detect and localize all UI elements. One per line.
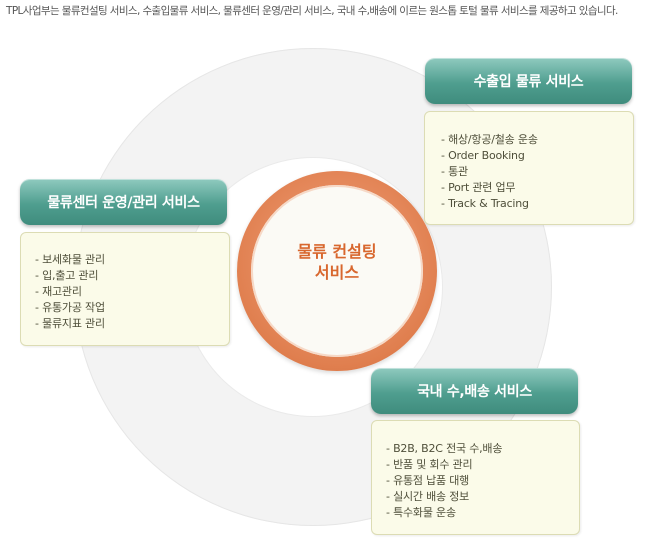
list-item: - Order Booking xyxy=(441,149,525,162)
center-ops-title: 물류센터 운영/관리 서비스 xyxy=(20,179,227,225)
center-ops-box: - 보세화물 관리 - 입,출고 관리 - 재고관리 - 유통가공 작업 - 물… xyxy=(20,232,230,346)
list-item: - 입,출고 관리 xyxy=(35,269,99,282)
list-item: - 해상/항공/철송 운송 xyxy=(441,133,538,146)
import-export-title: 수출입 물류 서비스 xyxy=(425,58,632,104)
import-export-box: - 해상/항공/철송 운송 - Order Booking - 통관 - Por… xyxy=(424,111,634,225)
center-circle: 물류 컨설팅 서비스 xyxy=(237,171,437,371)
import-export-list: - 해상/항공/철송 운송 - Order Booking - 통관 - Por… xyxy=(425,112,633,212)
list-item: - 보세화물 관리 xyxy=(35,253,105,266)
center-label: 물류 컨설팅 서비스 xyxy=(251,241,423,283)
list-item: - 재고관리 xyxy=(35,285,82,298)
list-item: - 반품 및 회수 관리 xyxy=(386,458,473,471)
list-item: - Port 관련 업무 xyxy=(441,181,516,194)
center-circle-inner: 물류 컨설팅 서비스 xyxy=(251,185,423,357)
list-item: - 통관 xyxy=(441,165,468,178)
center-label-line2: 서비스 xyxy=(314,263,360,282)
list-item: - 물류지표 관리 xyxy=(35,317,105,330)
center-ops-list: - 보세화물 관리 - 입,출고 관리 - 재고관리 - 유통가공 작업 - 물… xyxy=(21,233,229,332)
intro-text: TPL사업부는 물류컨설팅 서비스, 수출입물류 서비스, 물류센터 운영/관리… xyxy=(6,5,618,17)
list-item: - Track & Tracing xyxy=(441,197,529,210)
list-item: - 유통점 납품 대행 xyxy=(386,474,470,487)
domestic-title: 국내 수,배송 서비스 xyxy=(371,368,578,414)
domestic-box: - B2B, B2C 전국 수,배송 - 반품 및 회수 관리 - 유통점 납품… xyxy=(371,420,580,535)
list-item: - 특수화물 운송 xyxy=(386,506,456,519)
list-item: - B2B, B2C 전국 수,배송 xyxy=(386,442,503,455)
center-label-line1: 물류 컨설팅 xyxy=(297,242,377,261)
list-item: - 실시간 배송 정보 xyxy=(386,490,470,503)
domestic-list: - B2B, B2C 전국 수,배송 - 반품 및 회수 관리 - 유통점 납품… xyxy=(372,421,579,521)
list-item: - 유통가공 작업 xyxy=(35,301,105,314)
